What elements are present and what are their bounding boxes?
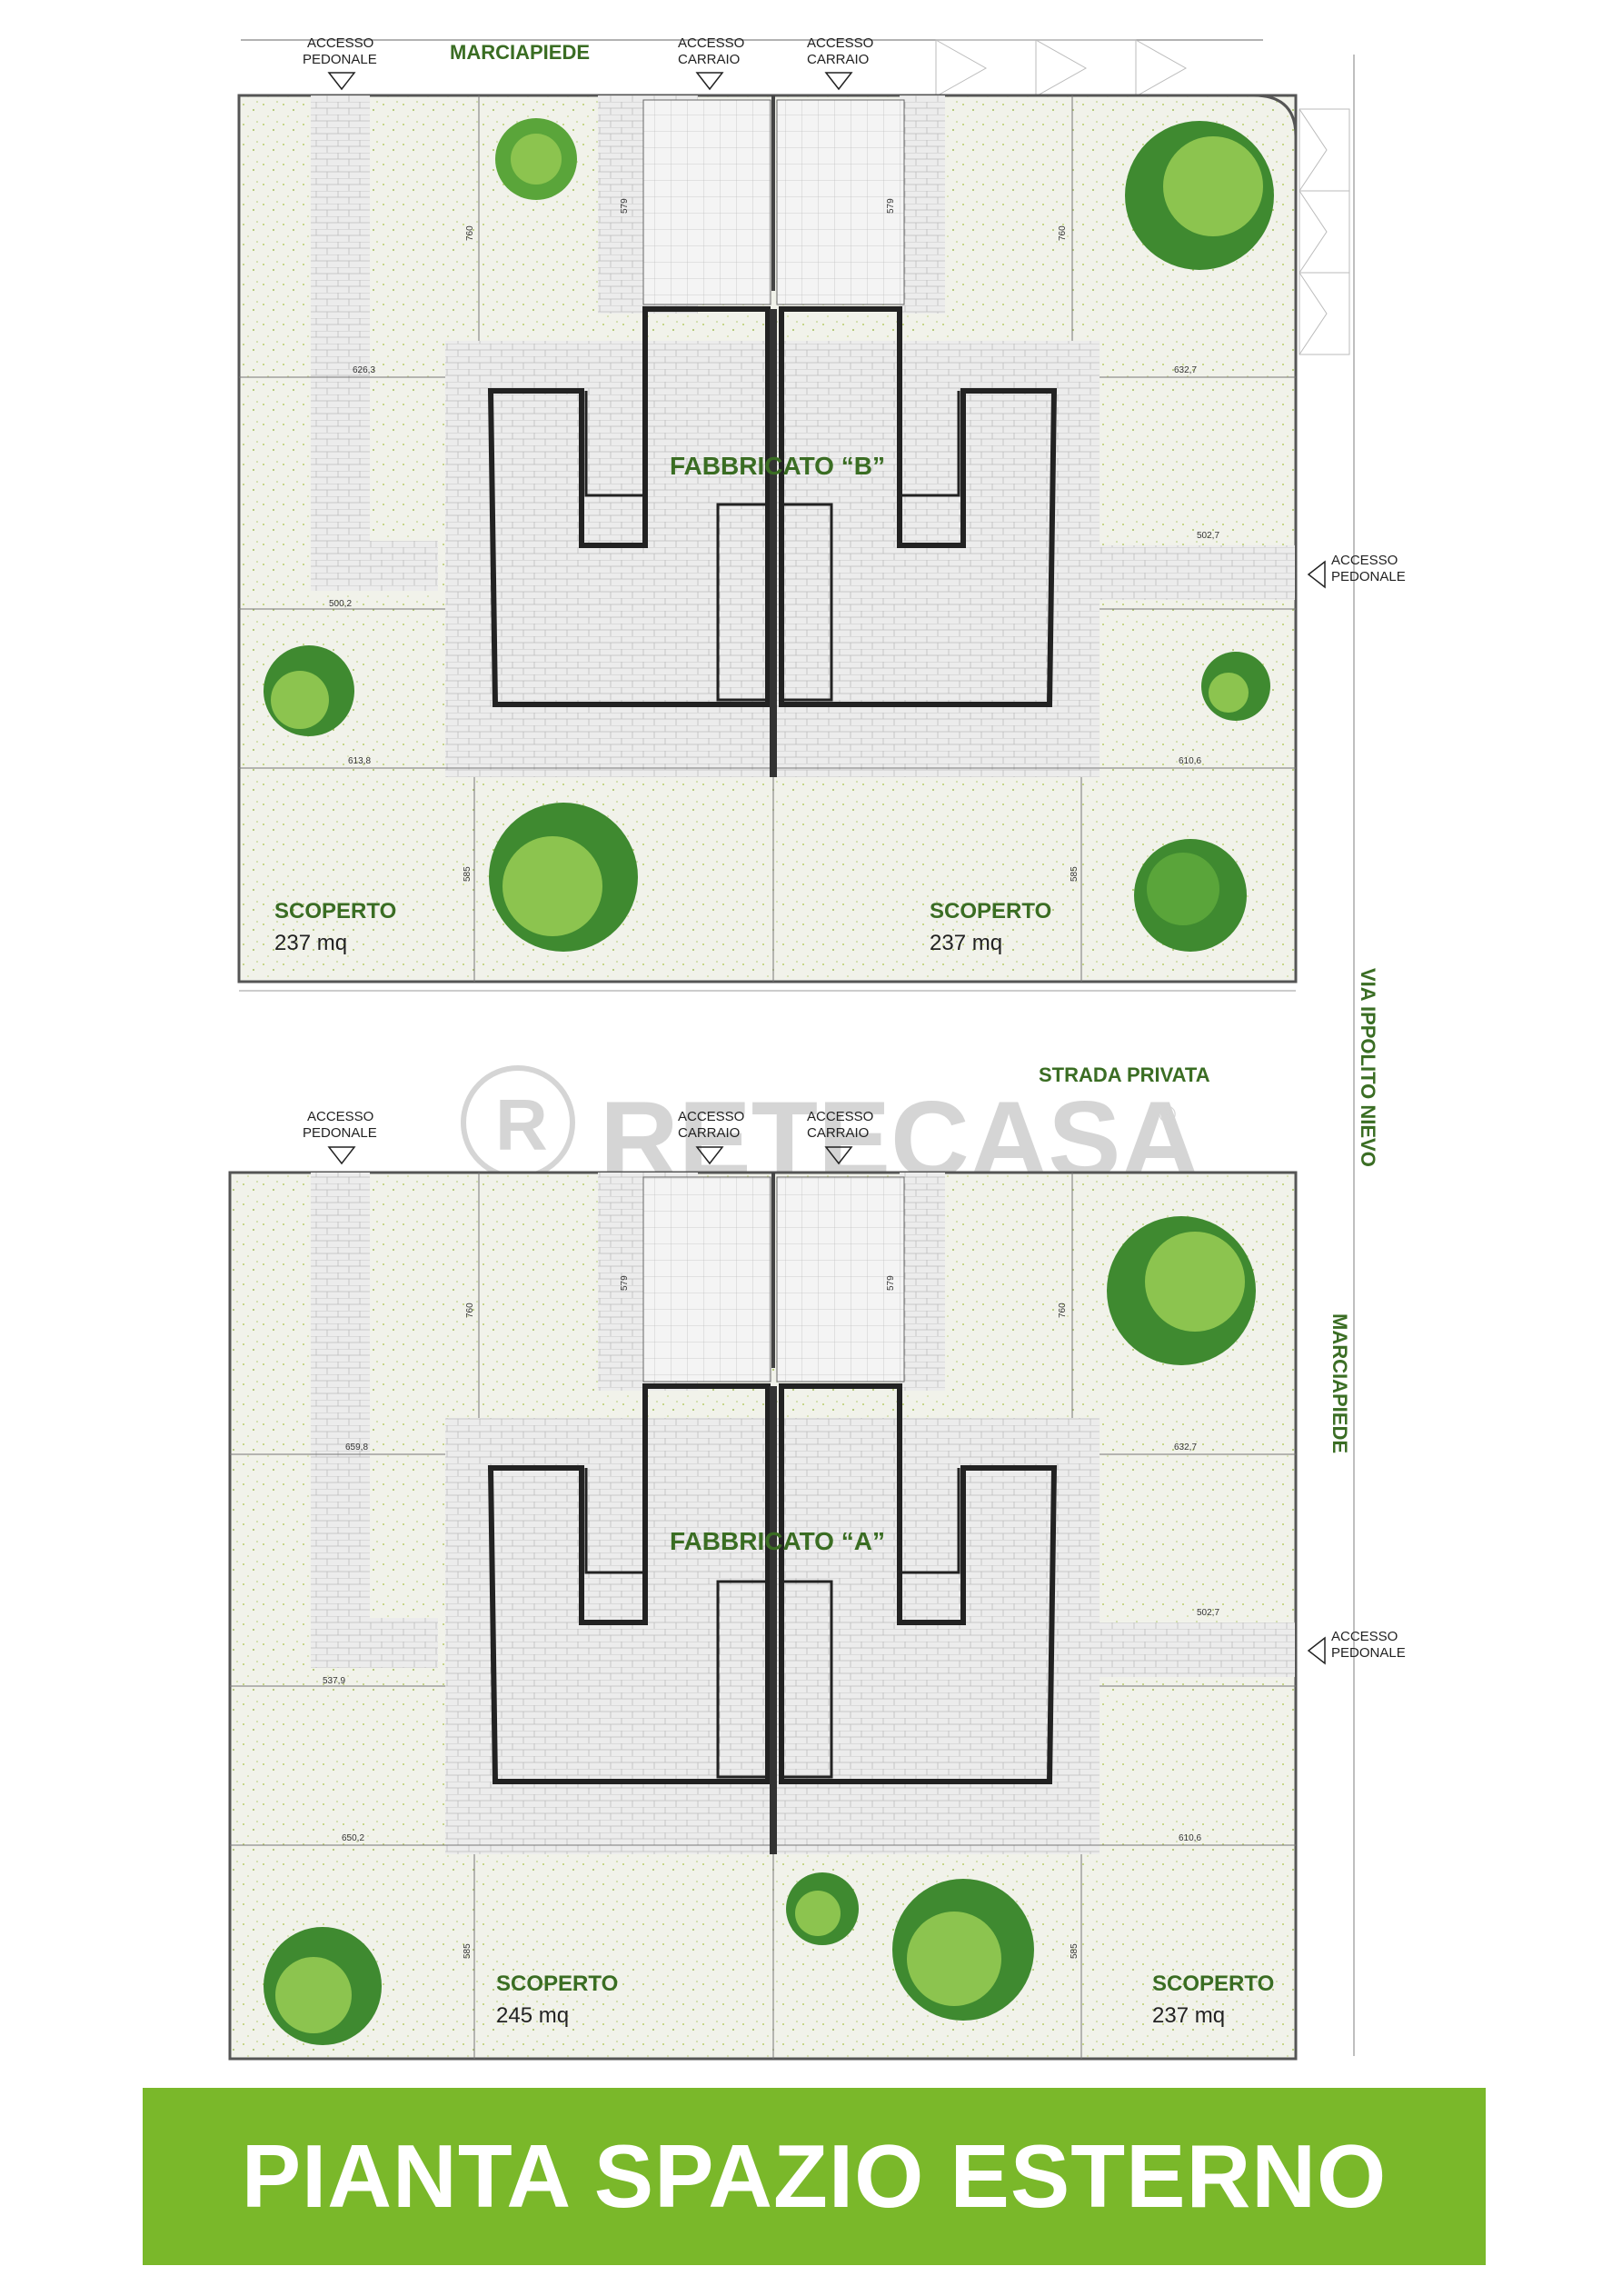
- svg-text:760: 760: [1058, 225, 1068, 241]
- svg-text:500,2: 500,2: [329, 599, 352, 609]
- svg-text:650,2: 650,2: [342, 1833, 364, 1843]
- label-strada-privata: STRADA PRIVATA: [1039, 1063, 1210, 1086]
- label-via: VIA IPPOLITO NIEVO: [1357, 968, 1379, 1167]
- trees-lot-b: [264, 118, 1274, 952]
- footer-title: PIANTA SPAZIO ESTERNO: [241, 2126, 1388, 2226]
- svg-text:ACCESSO: ACCESSO: [307, 1109, 373, 1124]
- dimensions-lot-a: 760 760 579 579 659,8 632,7 502,7 537,9 …: [323, 1275, 1219, 1959]
- dimensions-lot-b: 760 760 579 579 626,3 632,7 502,7 500,2 …: [329, 198, 1219, 882]
- trees-lot-a: [264, 1216, 1256, 2045]
- svg-text:585: 585: [463, 1943, 473, 1959]
- svg-text:CARRAIO: CARRAIO: [678, 52, 740, 67]
- label-scoperto-b-left: SCOPERTO: [274, 899, 396, 923]
- svg-text:613,8: 613,8: [348, 756, 371, 766]
- access-pedestrian-a-right: ACCESSO PEDONALE: [1307, 1629, 1406, 1665]
- svg-text:PEDONALE: PEDONALE: [303, 1125, 377, 1141]
- lot-b: [237, 94, 1298, 983]
- area-b-left: 237 mq: [274, 931, 347, 955]
- svg-text:PEDONALE: PEDONALE: [303, 52, 377, 67]
- svg-text:502,7: 502,7: [1197, 1608, 1219, 1618]
- access-pedestrian-b-top: ACCESSO PEDONALE: [303, 35, 377, 91]
- footer-banner: PIANTA SPAZIO ESTERNO: [143, 2088, 1486, 2265]
- access-carraio-b-left: ACCESSO CARRAIO: [678, 35, 744, 91]
- label-fabbricato-a: FABBRICATO “A”: [670, 1527, 885, 1555]
- label-marciapiede-top: MARCIAPIEDE: [450, 41, 590, 64]
- svg-text:502,7: 502,7: [1197, 531, 1219, 541]
- svg-text:626,3: 626,3: [353, 365, 375, 375]
- svg-text:ACCESSO: ACCESSO: [1331, 553, 1398, 568]
- svg-text:CARRAIO: CARRAIO: [678, 1125, 740, 1141]
- access-carraio-a-right: ACCESSO CARRAIO: [807, 1109, 873, 1165]
- area-a-left: 245 mq: [496, 2003, 569, 2028]
- svg-text:659,8: 659,8: [345, 1442, 368, 1452]
- access-pedestrian-b-right: ACCESSO PEDONALE: [1307, 553, 1406, 589]
- label-scoperto-b-right: SCOPERTO: [930, 899, 1051, 923]
- label-scoperto-a-right: SCOPERTO: [1152, 1972, 1274, 1996]
- svg-text:585: 585: [463, 866, 473, 882]
- svg-text:579: 579: [886, 198, 896, 214]
- label-marciapiede-side: MARCIAPIEDE: [1328, 1313, 1351, 1453]
- svg-text:760: 760: [465, 1303, 475, 1318]
- svg-text:585: 585: [1070, 866, 1080, 882]
- label-scoperto-a-left: SCOPERTO: [496, 1972, 618, 1996]
- svg-text:PEDONALE: PEDONALE: [1331, 1645, 1406, 1661]
- access-pedestrian-a-top: ACCESSO PEDONALE: [303, 1109, 377, 1165]
- svg-text:760: 760: [1058, 1303, 1068, 1318]
- svg-text:579: 579: [620, 198, 630, 214]
- svg-text:CARRAIO: CARRAIO: [807, 1125, 869, 1141]
- area-b-right: 237 mq: [930, 931, 1002, 955]
- site-plan: R RETECASA ®: [228, 35, 1406, 2061]
- access-carraio-b-right: ACCESSO CARRAIO: [807, 35, 873, 91]
- svg-text:ACCESSO: ACCESSO: [307, 35, 373, 51]
- label-fabbricato-b: FABBRICATO “B”: [670, 452, 885, 480]
- svg-text:579: 579: [886, 1275, 896, 1291]
- svg-text:CARRAIO: CARRAIO: [807, 52, 869, 67]
- top-sidewalk: [241, 39, 1263, 97]
- svg-text:632,7: 632,7: [1174, 365, 1197, 375]
- access-carraio-a-left: ACCESSO CARRAIO: [678, 1109, 744, 1165]
- svg-text:ACCESSO: ACCESSO: [678, 1109, 744, 1124]
- svg-text:610,6: 610,6: [1179, 756, 1201, 766]
- svg-text:®: ®: [1159, 1101, 1176, 1128]
- svg-text:ACCESSO: ACCESSO: [807, 1109, 873, 1124]
- svg-text:ACCESSO: ACCESSO: [678, 35, 744, 51]
- svg-text:610,6: 610,6: [1179, 1833, 1201, 1843]
- svg-text:R: R: [495, 1084, 548, 1165]
- svg-text:PEDONALE: PEDONALE: [1331, 569, 1406, 584]
- area-a-right: 237 mq: [1152, 2003, 1225, 2028]
- svg-text:760: 760: [465, 225, 475, 241]
- svg-text:ACCESSO: ACCESSO: [1331, 1629, 1398, 1644]
- svg-text:579: 579: [620, 1275, 630, 1291]
- svg-text:537,9: 537,9: [323, 1676, 345, 1686]
- svg-text:585: 585: [1070, 1943, 1080, 1959]
- svg-text:ACCESSO: ACCESSO: [807, 35, 873, 51]
- right-sidewalk: [1299, 55, 1355, 2056]
- svg-text:632,7: 632,7: [1174, 1442, 1197, 1452]
